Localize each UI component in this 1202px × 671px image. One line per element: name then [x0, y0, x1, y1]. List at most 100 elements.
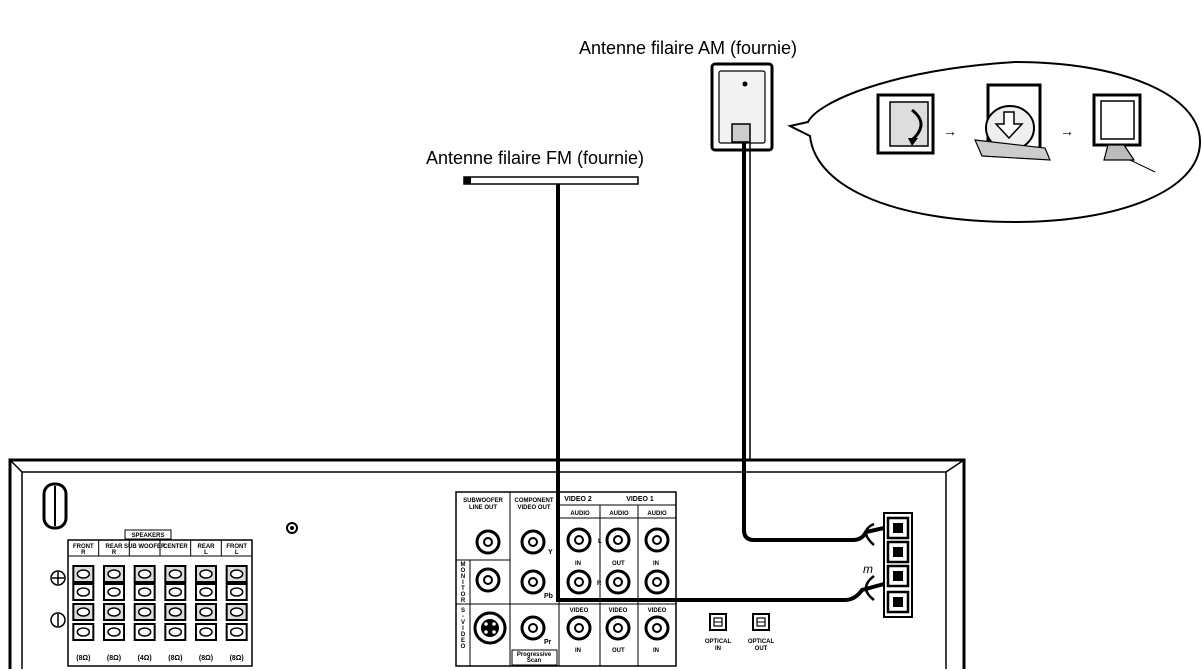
arrow-right-icon: →	[943, 123, 957, 139]
video2-video-label: VIDEO	[570, 608, 589, 614]
arrow-right-icon: →	[1060, 123, 1074, 139]
video1-label: VIDEO 1	[626, 496, 654, 503]
fm-antenna-label: Antenne filaire FM (fournie)	[426, 148, 644, 168]
optical-in-port[interactable]	[709, 613, 727, 631]
video1-video-in-sub-label: IN	[653, 648, 659, 654]
video1-audio-out-r-jack[interactable]	[605, 569, 631, 595]
speaker-channel-side: L	[235, 550, 239, 556]
component-pb-label: Pb	[544, 593, 553, 600]
video1-audio-out-l-jack[interactable]	[605, 527, 631, 553]
terminal-screw-icon	[199, 587, 213, 597]
component-y-jack[interactable]	[520, 529, 546, 555]
antenna-terminals[interactable]	[864, 512, 913, 618]
terminal-screw-icon	[168, 607, 183, 617]
component-pr-label: Pr	[544, 639, 552, 646]
am-assembly-bubble: → →	[787, 60, 1202, 224]
terminal-screw-icon	[168, 569, 183, 579]
speaker-channel-side: L	[204, 550, 208, 556]
speaker-impedance: (4Ω)	[138, 655, 152, 662]
speaker-impedance: (8Ω)	[76, 655, 90, 662]
terminal-screw-icon	[199, 607, 213, 617]
video2-in-label: IN	[575, 561, 581, 567]
cord-clip-icon	[42, 482, 68, 530]
speaker-channel-name: SUB WOOFER	[124, 544, 166, 550]
speakers-title: SPEAKERS	[131, 533, 164, 539]
audio-label-2: AUDIO	[609, 511, 629, 517]
svideo-jack[interactable]	[473, 611, 507, 645]
audio-label-1: AUDIO	[570, 511, 590, 517]
video2-audio-l-jack[interactable]	[566, 527, 592, 553]
video1-video-in-label: VIDEO	[648, 608, 667, 614]
speaker-impedance: (8Ω)	[230, 655, 244, 662]
terminal-screw-icon	[229, 627, 244, 637]
terminal-clip-icon	[893, 597, 903, 607]
speaker-channel-name: CENTER	[163, 544, 188, 550]
terminal-screw-icon	[199, 627, 213, 637]
terminal-screw-icon	[76, 587, 91, 597]
am-antenna-step3-icon	[1092, 93, 1156, 173]
speaker-channel-name: REAR	[105, 544, 123, 550]
video1-video-out-jack[interactable]	[605, 615, 631, 641]
component-pr-jack[interactable]	[520, 615, 546, 641]
terminal-screw-icon	[199, 569, 213, 579]
ground-symbol-icon: m	[863, 562, 873, 576]
subwoofer-jack[interactable]	[475, 529, 501, 555]
video1-in-label: IN	[653, 561, 659, 567]
terminal-clip-icon	[893, 571, 903, 581]
video1-video-in-jack[interactable]	[644, 615, 670, 641]
component-pb-jack[interactable]	[520, 569, 546, 595]
terminal-clip-icon	[893, 523, 903, 533]
am-loop-antenna	[710, 62, 774, 152]
terminal-screw-icon	[107, 627, 121, 637]
video2-label: VIDEO 2	[564, 496, 592, 503]
am-antenna-step2-icon	[974, 83, 1051, 161]
am-antenna-step1-icon	[876, 93, 935, 155]
video1-video-out-label: VIDEO	[609, 608, 628, 614]
video1-audio-in-r-jack[interactable]	[644, 569, 670, 595]
terminal-screw-icon	[229, 569, 244, 579]
terminal-screw-icon	[76, 607, 91, 617]
terminal-screw-icon	[107, 587, 121, 597]
right-channel-label: R	[597, 581, 602, 587]
video1-out-label: OUT	[612, 561, 625, 567]
left-channel-label: L	[598, 539, 602, 545]
speaker-channel-side: R	[112, 550, 117, 556]
optical-out-port[interactable]	[752, 613, 770, 631]
video2-audio-r-jack[interactable]	[566, 569, 592, 595]
speaker-impedance: (8Ω)	[199, 655, 213, 662]
terminal-screw-icon	[137, 587, 152, 597]
component-y-label: Y	[548, 549, 553, 556]
plus-polarity-icon	[50, 570, 66, 586]
terminal-screw-icon	[168, 587, 183, 597]
am-antenna-label: Antenne filaire AM (fournie)	[579, 38, 797, 58]
video2-video-jack[interactable]	[566, 615, 592, 641]
terminal-screw-icon	[76, 627, 91, 637]
speaker-channel-name: REAR	[197, 544, 215, 550]
terminal-screw-icon	[229, 587, 244, 597]
video1-audio-in-l-jack[interactable]	[644, 527, 670, 553]
terminal-screw-icon	[137, 569, 152, 579]
terminal-screw-icon	[107, 569, 121, 579]
terminal-screw-icon	[76, 569, 91, 579]
fm-wire-antenna	[463, 176, 639, 185]
speaker-impedance: (8Ω)	[168, 655, 182, 662]
video1-video-out-sub-label: OUT	[612, 648, 625, 654]
monitor-out-jack[interactable]	[475, 567, 501, 593]
terminal-screw-icon	[168, 627, 183, 637]
video2-video-in-label: IN	[575, 648, 581, 654]
speaker-channel-side: R	[81, 550, 86, 556]
terminal-screw-icon	[107, 607, 121, 617]
wire-overlay	[556, 460, 885, 602]
terminal-screw-icon	[137, 607, 152, 617]
terminal-screw-icon	[229, 607, 244, 617]
